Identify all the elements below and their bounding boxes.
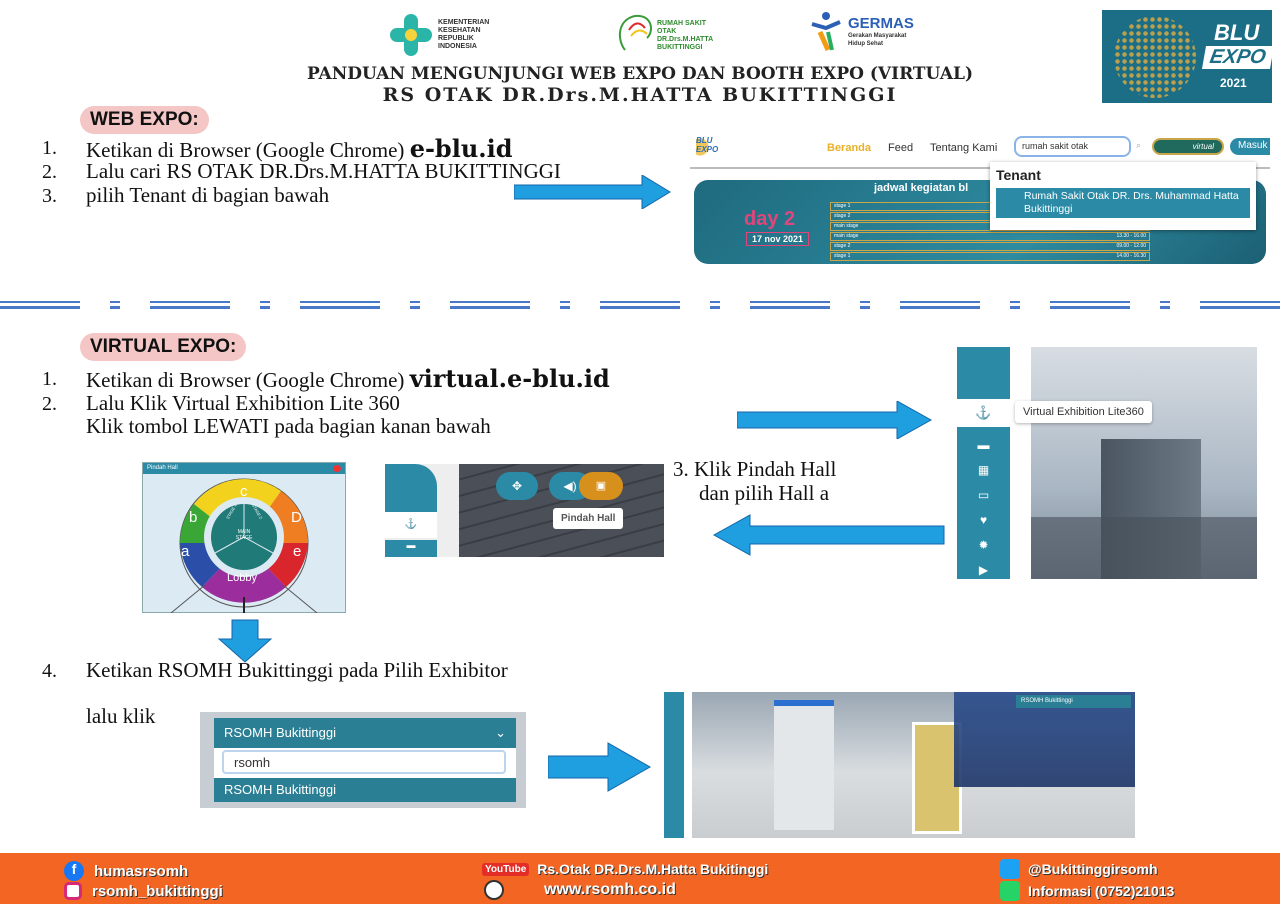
exhibitor-select[interactable]: RSOMH Bukittinggi (1016, 695, 1131, 708)
virtual-step-4: Ketikan RSOMH Bukittinggi pada Pilih Exh… (86, 658, 508, 682)
url-e-blu: e-blu.id (409, 134, 513, 163)
pindah-hall-screenshot: ⚓ ▬ ✥ ◀) ▣ Pindah Hall (385, 464, 664, 557)
rsomh-banner (912, 722, 962, 834)
page-subtitle: RS OTAK DR.Drs.M.HATTA BUKITTINGGI (382, 84, 898, 106)
masuk-button[interactable]: Masuk (1230, 138, 1270, 155)
search-input[interactable]: rumah sakit otak (1014, 136, 1131, 157)
virtual-step-3: 3. Klik Pindah Hall (673, 457, 837, 481)
lite360-icon[interactable]: ⚓ (957, 399, 1010, 427)
arrow-right-icon (548, 742, 652, 792)
booth (774, 700, 834, 830)
virtual-step-2b: Klik tombol LEWATI pada bagian kanan baw… (86, 414, 491, 438)
web-step-1: Ketikan di Browser (Google Chrome) e-blu… (86, 134, 513, 163)
nav-feed[interactable]: Feed (888, 142, 914, 154)
lite360-icon[interactable]: ⚓ (385, 512, 437, 538)
pindah-hall-button[interactable]: ▣ (579, 472, 623, 500)
site-logo: BLU EXPO (696, 136, 736, 158)
facebook-icon: f (64, 861, 84, 881)
nav-tentang-kami[interactable]: Tentang Kami (930, 142, 998, 154)
kemenkes-logo: KEMENTERIAN KESEHATAN REPUBLIK INDONESIA (390, 14, 498, 56)
box-icon[interactable]: ▬ (385, 540, 437, 557)
kemenkes-icon (390, 14, 432, 56)
hall-b-label[interactable]: b (189, 509, 198, 526)
web-step-3: pilih Tenant di bagian bawah (86, 183, 330, 207)
sidebar (664, 692, 684, 838)
search-icon[interactable]: ⌕ (1136, 140, 1142, 150)
arrow-right-icon (737, 401, 933, 439)
section-divider (0, 301, 1280, 309)
divider (690, 167, 1270, 169)
hall-e-label[interactable]: e (293, 543, 302, 560)
globe-icon (484, 880, 504, 900)
pindah-hall-dialog: Pindah Hall b c D a e Lobby MAIN STAGE S… (142, 462, 346, 613)
arrow-right-icon (514, 175, 671, 209)
tenant-option[interactable]: Rumah Sakit Otak DR. Drs. Muhammad Hatta… (996, 188, 1250, 218)
instagram-icon (64, 882, 82, 900)
virtual-button[interactable]: virtual (1152, 138, 1224, 155)
blu-expo-logo: BLU EXPO 2021 (1102, 10, 1272, 103)
germas-icon (811, 12, 841, 52)
youtube-channel[interactable]: Rs.Otak DR.Drs.M.Hatta Bukitinggi (537, 861, 769, 877)
chevron-down-icon: ⌄ (495, 725, 506, 740)
hall-d-label[interactable]: D (291, 509, 302, 526)
hall-view-screenshot: RSOMH Bukittinggi (664, 692, 1135, 838)
arrow-left-icon (712, 514, 945, 556)
lite360-tooltip: Virtual Exhibition Lite360 (1015, 401, 1152, 423)
url-virtual: virtual.e-blu.id (409, 364, 610, 393)
footer: f humasrsomh rsomh_bukittinggi YouTube Rs.… (0, 853, 1280, 904)
main-stage-label[interactable]: MAIN STAGE (235, 529, 253, 541)
lobby-label[interactable]: Lobby (227, 572, 257, 584)
exhibitor-search-input[interactable]: rsomh (222, 750, 506, 774)
twitter-icon (1000, 859, 1020, 879)
phone-icon (1000, 881, 1020, 901)
web-expo-screenshot: BLU EXPO Beranda Feed Tentang Kami rumah… (690, 130, 1270, 266)
instagram-handle[interactable]: rsomh_bukittinggi (92, 882, 223, 900)
virtual-home-screenshot: ⚓ ▬▦▭♥✹▶ Virtual Exhibition Lite360 (957, 347, 1257, 579)
youtube-icon: YouTube (482, 862, 530, 876)
brain-logo-icon (618, 14, 652, 51)
dots-decoration (1114, 16, 1196, 98)
sidebar (957, 347, 1010, 579)
nav-beranda[interactable]: Beranda (827, 142, 872, 154)
hall-c-label[interactable]: c (240, 483, 248, 500)
move-icon[interactable]: ✥ (496, 472, 538, 500)
phone-info: Informasi (0752)21013 (1028, 883, 1175, 899)
virtual-step-4b: lalu klik (86, 704, 156, 728)
website-link[interactable]: www.rsomh.co.id (544, 881, 676, 898)
web-expo-label: WEB EXPO: (80, 106, 209, 134)
arrow-down-icon (218, 619, 272, 663)
hall-map (170, 478, 318, 613)
exhibitor-screenshot: RSOMH Bukittinggi⌄ rsomh RSOMH Bukitting… (200, 712, 526, 808)
virtual-step-1: Ketikan di Browser (Google Chrome) virtu… (86, 364, 610, 393)
search-dropdown: Tenant Rumah Sakit Otak DR. Drs. Muhamma… (990, 162, 1256, 230)
rs-otak-logo: RUMAH SAKIT OTAK DR.Drs.M.HATTA BUKITTIN… (615, 10, 727, 52)
page-title: PANDUAN MENGUNJUNGI WEB EXPO DAN BOOTH E… (306, 64, 974, 84)
sidebar-icons[interactable]: ▬▦▭♥✹▶ (977, 438, 990, 577)
twitter-handle[interactable]: @Bukittinggirsomh (1028, 861, 1158, 877)
web-step-2: Lalu cari RS OTAK DR.Drs.M.HATTA BUKITTI… (86, 159, 561, 183)
facebook-handle[interactable]: humasrsomh (94, 862, 189, 880)
virtual-step-3b: dan pilih Hall a (699, 481, 830, 505)
virtual-step-2: Lalu Klik Virtual Exhibition Lite 360 (86, 391, 400, 415)
hall-a-label[interactable]: a (181, 543, 190, 560)
close-icon[interactable] (333, 465, 341, 472)
city-background (1031, 347, 1257, 579)
pindah-hall-tooltip: Pindah Hall (553, 508, 624, 529)
virtual-expo-label: VIRTUAL EXPO: (80, 333, 247, 361)
exhibitor-select[interactable]: RSOMH Bukittinggi⌄ (214, 718, 516, 748)
exhibitor-option[interactable]: RSOMH Bukittinggi (214, 778, 516, 802)
